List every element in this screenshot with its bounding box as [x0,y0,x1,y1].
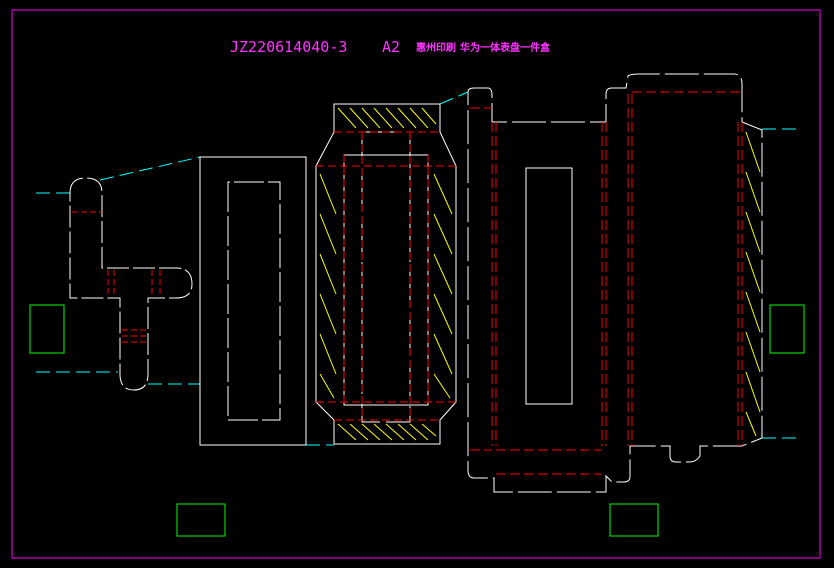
guide-lines [36,91,800,446]
product-description: 华为一体表盘一件盒 [460,41,551,54]
center-tray [315,103,457,445]
registration-marks [29,304,805,537]
drawing-code: JZ220614040-3 [230,38,347,56]
left-panel [199,156,307,446]
reg-mark-bottom-right [609,503,659,537]
left-tab-creases [72,211,161,343]
right-box [467,73,763,493]
left-tab-piece [69,177,193,391]
reg-mark-right [769,304,805,354]
drawing-size: A2 [382,38,400,56]
center-glue-hatch [319,107,453,441]
right-box-glue-hatch [745,131,761,437]
company-name: 惠州印刷 [416,41,456,54]
sheet-frame [11,9,821,559]
reg-mark-left [29,304,65,354]
reg-mark-bottom-left [176,503,226,537]
right-box-creases [470,91,743,475]
center-creases [316,131,456,421]
